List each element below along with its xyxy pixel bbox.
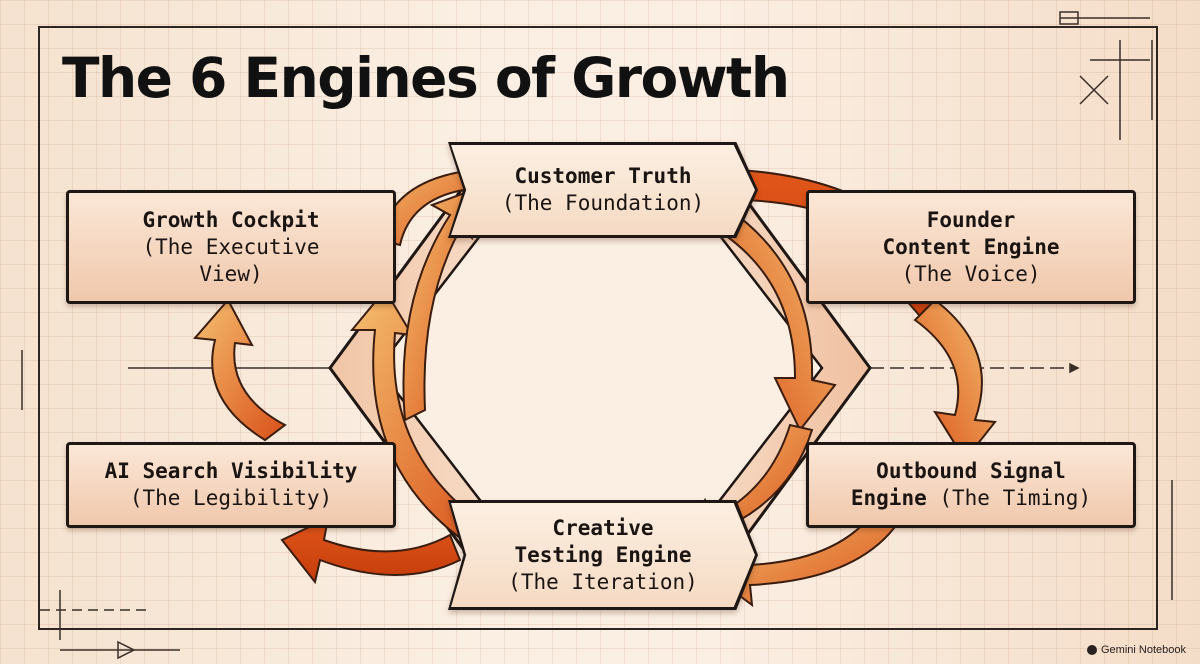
node-name: Testing Engine xyxy=(514,542,692,567)
watermark: Gemini Notebook xyxy=(1087,644,1186,656)
node-subtitle: View) xyxy=(199,261,263,286)
node-name: AI Search Visibility xyxy=(104,459,358,483)
node-name: Creative xyxy=(552,515,654,540)
node-subtitle: (The Legibility) xyxy=(129,486,333,510)
node-growth-cockpit: Growth Cockpit (The Executive View) xyxy=(66,190,396,304)
blueprint-frame xyxy=(38,26,1158,630)
arrow-right xyxy=(913,298,997,462)
page-title: The 6 Engines of Growth xyxy=(62,46,790,110)
node-founder-content: Founder Content Engine (The Voice) xyxy=(806,190,1136,304)
node-subtitle: (The Voice) xyxy=(901,261,1041,286)
node-subtitle: (The Timing) xyxy=(926,486,1092,510)
node-name: Content Engine xyxy=(882,234,1060,259)
node-customer-truth: Customer Truth (The Foundation) xyxy=(448,142,758,238)
node-name: Outbound Signal xyxy=(876,459,1066,483)
node-ai-search: AI Search Visibility (The Legibility) xyxy=(66,442,396,528)
node-subtitle: (The Iteration) xyxy=(508,569,698,594)
node-name: Founder xyxy=(926,207,1016,232)
node-name: Engine xyxy=(850,486,927,510)
node-subtitle: (The Foundation) xyxy=(501,191,705,215)
node-creative-testing: Creative Testing Engine (The Iteration) xyxy=(448,500,758,610)
arrow-bottom-left xyxy=(280,516,462,585)
node-line: Engine (The Timing) xyxy=(851,485,1091,512)
gemini-logo-icon xyxy=(1087,645,1097,655)
watermark-text: Gemini Notebook xyxy=(1101,644,1186,656)
node-name: Customer Truth xyxy=(514,164,692,188)
node-subtitle: (The Executive xyxy=(142,234,320,259)
node-outbound-signal: Outbound Signal Engine (The Timing) xyxy=(806,442,1136,528)
arrow-left xyxy=(192,298,287,442)
node-name: Growth Cockpit xyxy=(142,207,320,232)
